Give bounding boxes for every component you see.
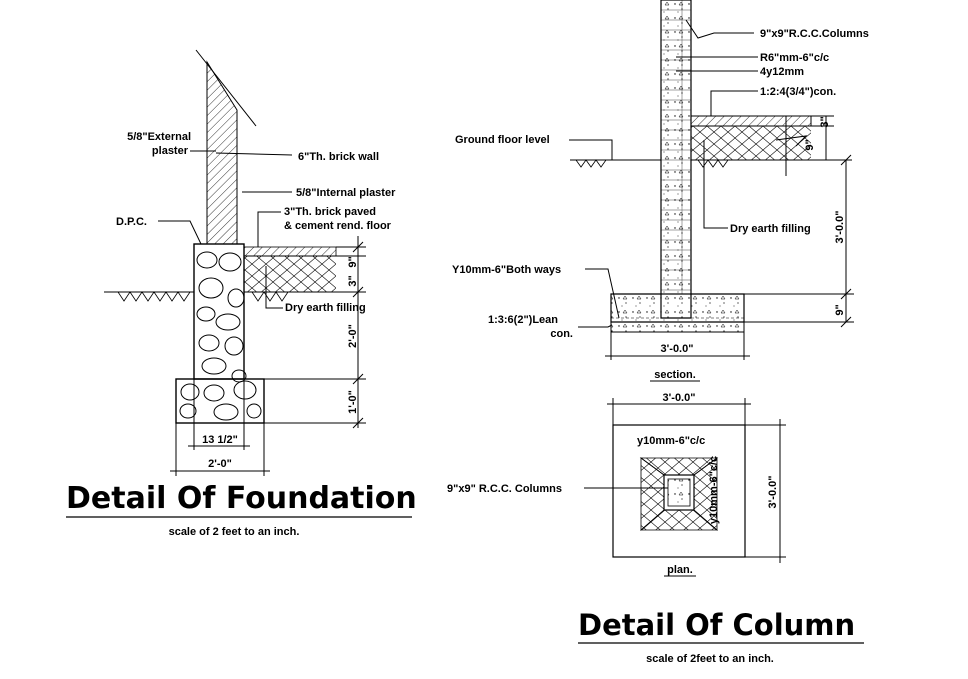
brick-wall-label: 6"Th. brick wall	[298, 151, 379, 163]
plan-column-label: 9"x9" R.C.C. Columns	[447, 483, 562, 495]
floor-thk-dim: 3"	[347, 275, 359, 286]
section-caption: section.	[654, 369, 696, 381]
floor-slab	[243, 246, 337, 257]
brick-paved-label-1: 3"Th. brick paved	[284, 206, 376, 218]
foundation-scale: scale of 2 feet to an inch.	[169, 526, 300, 538]
plan-rebar-top-label: y10mm-6"c/c	[637, 435, 705, 447]
section-earth-filling	[691, 126, 811, 160]
slab	[690, 115, 812, 127]
both-ways-label: Y10mm-6"Both ways	[452, 264, 561, 276]
wall-width-dim: 13 1/2"	[202, 434, 238, 446]
section-width-dim: 3'-0.0"	[661, 343, 694, 355]
plan-width-dim: 3'-0.0"	[663, 392, 696, 404]
external-plaster-label-1: 5/8"External	[127, 131, 191, 143]
plan-rebar-side-label: y10mm-6"c/c	[708, 456, 720, 524]
column-scale: scale of 2feet to an inch.	[646, 653, 774, 665]
section-dry-earth-label: Dry earth filling	[730, 223, 811, 235]
plan-caption: plan.	[667, 564, 693, 576]
lean-con-label-2: con.	[550, 328, 573, 340]
floor-depth-dim: 9"	[347, 256, 359, 267]
footing	[175, 378, 265, 424]
dry-earth-label: Dry earth filling	[285, 302, 366, 314]
main-bars-label: 4y12mm	[760, 66, 804, 78]
foundation-detail: 5/8"External plaster 6"Th. brick wall 5/…	[66, 49, 417, 538]
internal-plaster-label: 5/8"Internal plaster	[296, 187, 396, 199]
footing-9-dim: 9"	[834, 304, 846, 315]
slab-3-dim: 3"	[819, 116, 831, 127]
wall-depth-dim: 2'-0"	[347, 324, 359, 348]
rubble-stones	[179, 251, 262, 421]
foundation-title: Detail Of Foundation	[66, 481, 417, 516]
plan-height-dim: 3'-0.0"	[767, 476, 779, 509]
section-depth-dim: 3'-0.0"	[834, 211, 846, 244]
lean-con-label-1: 1:3:6(2")Lean	[488, 314, 558, 326]
dpc-label: D.P.C.	[116, 216, 147, 228]
earth-filling	[244, 256, 336, 292]
slab-9-dim: 9"	[804, 139, 816, 150]
ground-floor-label: Ground floor level	[455, 134, 550, 146]
brick-paved-label-2: & cement rend. floor	[284, 220, 392, 232]
ties-label: R6"mm-6"c/c	[760, 52, 829, 64]
wall-break-line	[195, 49, 257, 127]
external-plaster-label-2: plaster	[152, 145, 189, 157]
column-section: 9"x9"R.C.C.Columns R6"mm-6"c/c 4y12mm 1:…	[452, 0, 869, 382]
lean-concrete	[610, 321, 745, 333]
footing-depth-dim: 1'-0"	[347, 390, 359, 414]
rcc-columns-label: 9"x9"R.C.C.Columns	[760, 28, 869, 40]
column-plan: 3'-0.0" 3'-0.0" y10mm-6"c/c y10mm-6"c/c …	[447, 392, 864, 665]
concrete-label: 1:2:4(3/4")con.	[760, 86, 836, 98]
footing-width-dim: 2'-0"	[208, 458, 232, 470]
column-title: Detail Of Column	[578, 608, 855, 642]
